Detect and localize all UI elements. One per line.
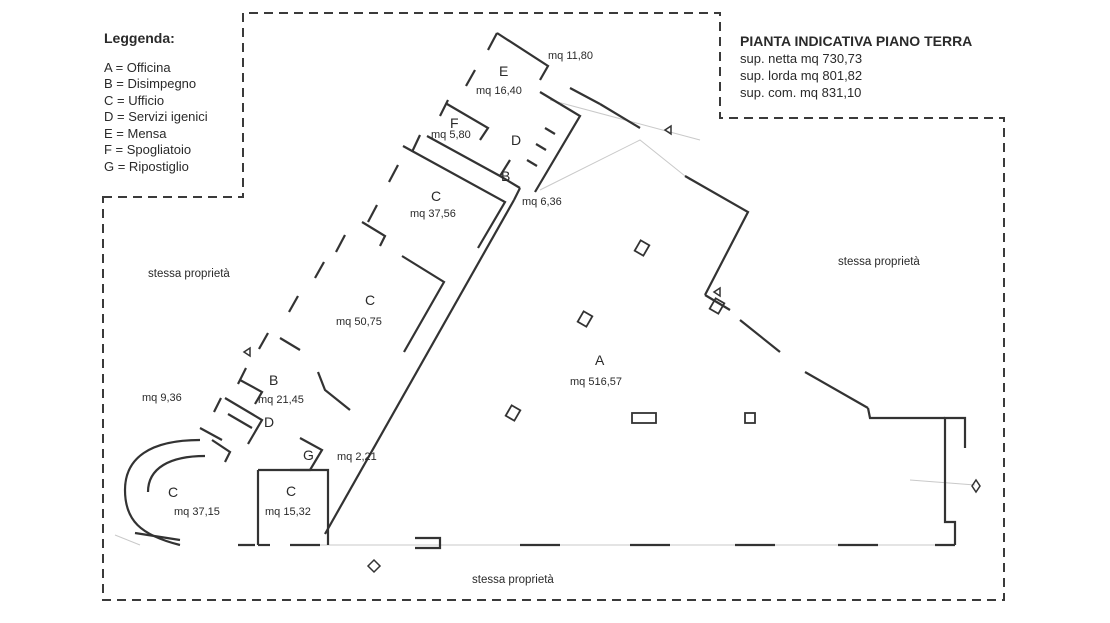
room-d-low-area: mq 9,36 xyxy=(142,392,182,404)
legend-item-b: B = Disimpegno xyxy=(104,76,197,91)
room-g-letter: G xyxy=(303,447,314,463)
gross-surface: sup. lorda mq 801,82 xyxy=(740,68,863,83)
commercial-surface: sup. com. mq 831,10 xyxy=(740,85,862,100)
room-d-top-letter: D xyxy=(511,132,522,148)
legend-item-e: E = Mensa xyxy=(104,125,167,141)
pillars xyxy=(504,239,756,424)
room-b-low-area: mq 21,45 xyxy=(258,394,304,406)
room-b-low-letter: B xyxy=(269,372,279,388)
room-c-top-area: mq 37,56 xyxy=(410,208,456,220)
room-b-top-area: mq 6,36 xyxy=(522,196,562,208)
legend-item-a: A = Officina xyxy=(104,59,171,75)
net-surface: sup. netta mq 730,73 xyxy=(740,51,863,66)
neighbor-label-bottom: stessa proprietà xyxy=(472,574,554,586)
entrance-markers xyxy=(242,124,981,574)
room-c-mid-letter: C xyxy=(365,292,376,308)
legend-title: Leggenda: xyxy=(104,30,175,46)
room-c-left-letter: C xyxy=(168,484,179,500)
room-e-area: mq 16,40 xyxy=(476,85,522,97)
surface-summary: PIANTA INDICATIVA PIANO TERRA sup. netta… xyxy=(740,33,972,101)
neighbor-label-right: stessa proprietà xyxy=(838,256,920,268)
room-c-mid-area: mq 50,75 xyxy=(336,316,382,328)
room-a-area: mq 516,57 xyxy=(570,376,622,388)
room-d-low-letter: D xyxy=(264,414,275,430)
neighbor-label-left: stessa proprietà xyxy=(148,268,230,280)
room-c-left-area: mq 37,15 xyxy=(174,506,220,518)
room-e-letter: E xyxy=(499,63,509,79)
legend: Leggenda: A = Officina B = Disimpegno C … xyxy=(104,30,208,175)
property-boundary xyxy=(102,12,1005,601)
room-g-area: mq 2,21 xyxy=(337,451,377,463)
building-walls xyxy=(123,32,967,550)
room-b-top-letter: B xyxy=(501,168,511,184)
room-c-top-letter: C xyxy=(431,188,442,204)
room-c-small-letter: C xyxy=(286,483,297,499)
room-f-area: mq 5,80 xyxy=(431,129,471,141)
room-f-letter: F xyxy=(450,115,459,131)
legend-item-d: D = Servizi igenici xyxy=(104,109,208,124)
room-c-small-area: mq 15,32 xyxy=(265,506,311,518)
plan-title: PIANTA INDICATIVA PIANO TERRA xyxy=(740,33,973,49)
legend-item-c: C = Ufficio xyxy=(104,92,165,108)
room-d-top-area: mq 11,80 xyxy=(548,50,594,62)
legend-item-f: F = Spogliatoio xyxy=(104,142,192,157)
room-a-letter: A xyxy=(595,352,605,368)
legend-item-g: G = Ripostiglio xyxy=(104,158,189,174)
